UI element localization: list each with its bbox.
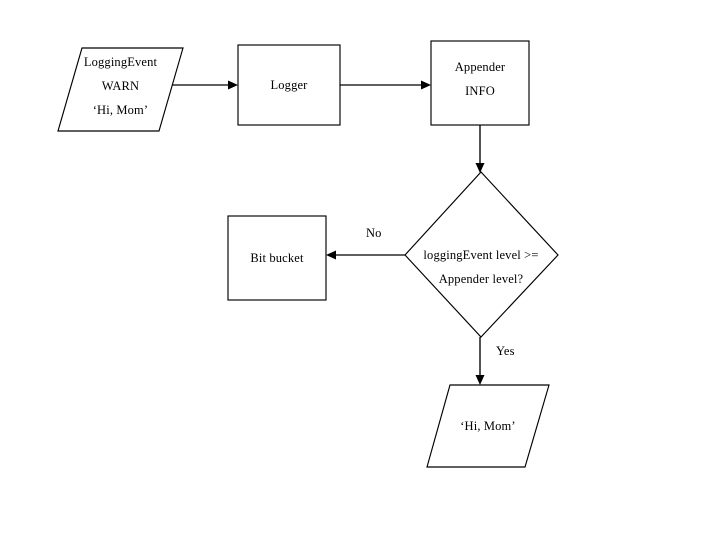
node-bit-bucket-shape[interactable] [227, 215, 327, 301]
edge-label-yes: Yes [496, 344, 515, 358]
edge-appender-to-decision-arrowhead [475, 163, 485, 173]
node-decision-shape[interactable] [404, 171, 559, 338]
bit-bucket-line-1: Bit bucket [250, 251, 304, 265]
node-logger-label: Logger [238, 73, 340, 97]
logging-event-line-3: ‘Hi, Mom’ [92, 103, 149, 117]
node-appender-label: Appender INFO [431, 55, 529, 103]
edge-event-to-logger-arrowhead [228, 80, 238, 90]
appender-line-2: INFO [465, 84, 495, 98]
node-logging-event-label: LoggingEvent WARN ‘Hi, Mom’ [58, 50, 183, 122]
logging-event-line-1: LoggingEvent [83, 55, 158, 69]
node-output-shape[interactable] [426, 384, 550, 468]
node-output-label: ‘Hi, Mom’ [427, 414, 549, 438]
edge-label-no: No [366, 226, 382, 240]
decision-line-2: Appender level? [438, 272, 524, 286]
appender-line-1: Appender [454, 60, 506, 74]
edge-decision-to-output-arrowhead [475, 375, 485, 385]
edge-logger-to-appender-arrowhead [421, 80, 431, 90]
logging-event-line-2: WARN [101, 79, 140, 93]
node-logging-event-shape[interactable] [57, 47, 184, 132]
edge-decision-to-bit-bucket-arrowhead [326, 250, 336, 260]
output-line-1: ‘Hi, Mom’ [460, 419, 516, 433]
node-decision-label: loggingEvent level >= Appender level? [406, 243, 556, 291]
logger-line-1: Logger [270, 78, 308, 92]
node-bit-bucket-label: Bit bucket [228, 246, 326, 270]
node-logger-shape[interactable] [237, 44, 341, 126]
decision-line-1: loggingEvent level >= [423, 248, 539, 262]
